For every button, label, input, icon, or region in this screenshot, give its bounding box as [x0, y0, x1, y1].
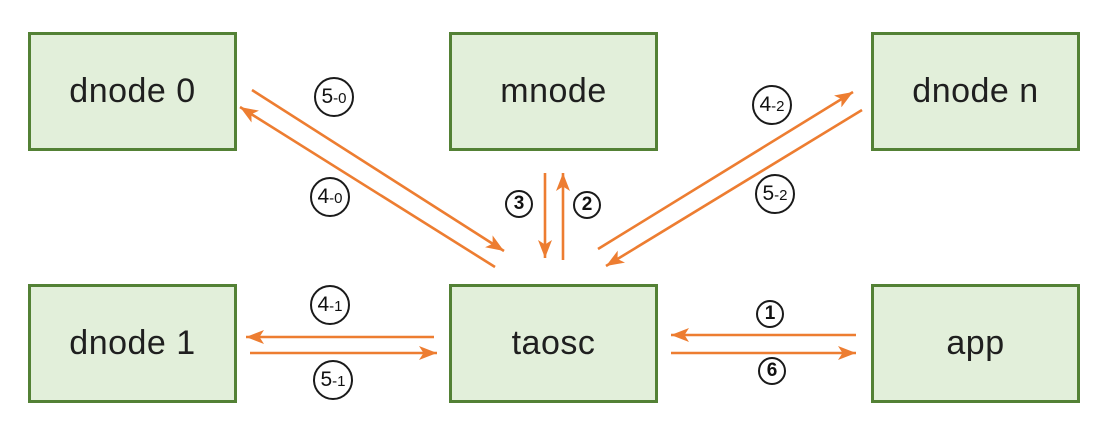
edge-label-4-0: 4-0	[310, 177, 350, 217]
node-dnode-0-label: dnode 0	[69, 72, 196, 110]
node-mnode: mnode	[449, 32, 658, 151]
arrow-dnode0-to-taosc	[251, 88, 505, 253]
node-mnode-label: mnode	[500, 72, 607, 110]
edge-label-2: 2	[573, 191, 601, 219]
node-app-label: app	[946, 324, 1005, 362]
node-dnode-n: dnode n	[871, 32, 1080, 151]
node-taosc: taosc	[449, 284, 658, 403]
node-dnode-0: dnode 0	[28, 32, 237, 151]
edge-label-5-1: 5-1	[313, 360, 353, 400]
arrow-taosc-to-dnode0	[239, 105, 496, 269]
node-dnode-1: dnode 1	[28, 284, 237, 403]
edge-label-5-0: 5-0	[314, 77, 354, 117]
edge-label-4-1: 4-1	[310, 285, 350, 325]
arrow-dnoden-to-taosc	[605, 108, 863, 268]
arrow-taosc-to-dnoden	[597, 90, 854, 251]
edge-label-4-2: 4-2	[752, 85, 792, 125]
node-app: app	[871, 284, 1080, 403]
node-taosc-label: taosc	[511, 324, 596, 362]
node-dnode-n-label: dnode n	[912, 72, 1039, 110]
node-dnode-1-label: dnode 1	[69, 324, 196, 362]
edge-label-5-2: 5-2	[755, 174, 795, 214]
edge-label-1: 1	[756, 300, 784, 328]
edge-label-6: 6	[758, 357, 786, 385]
edge-label-3: 3	[505, 190, 533, 218]
